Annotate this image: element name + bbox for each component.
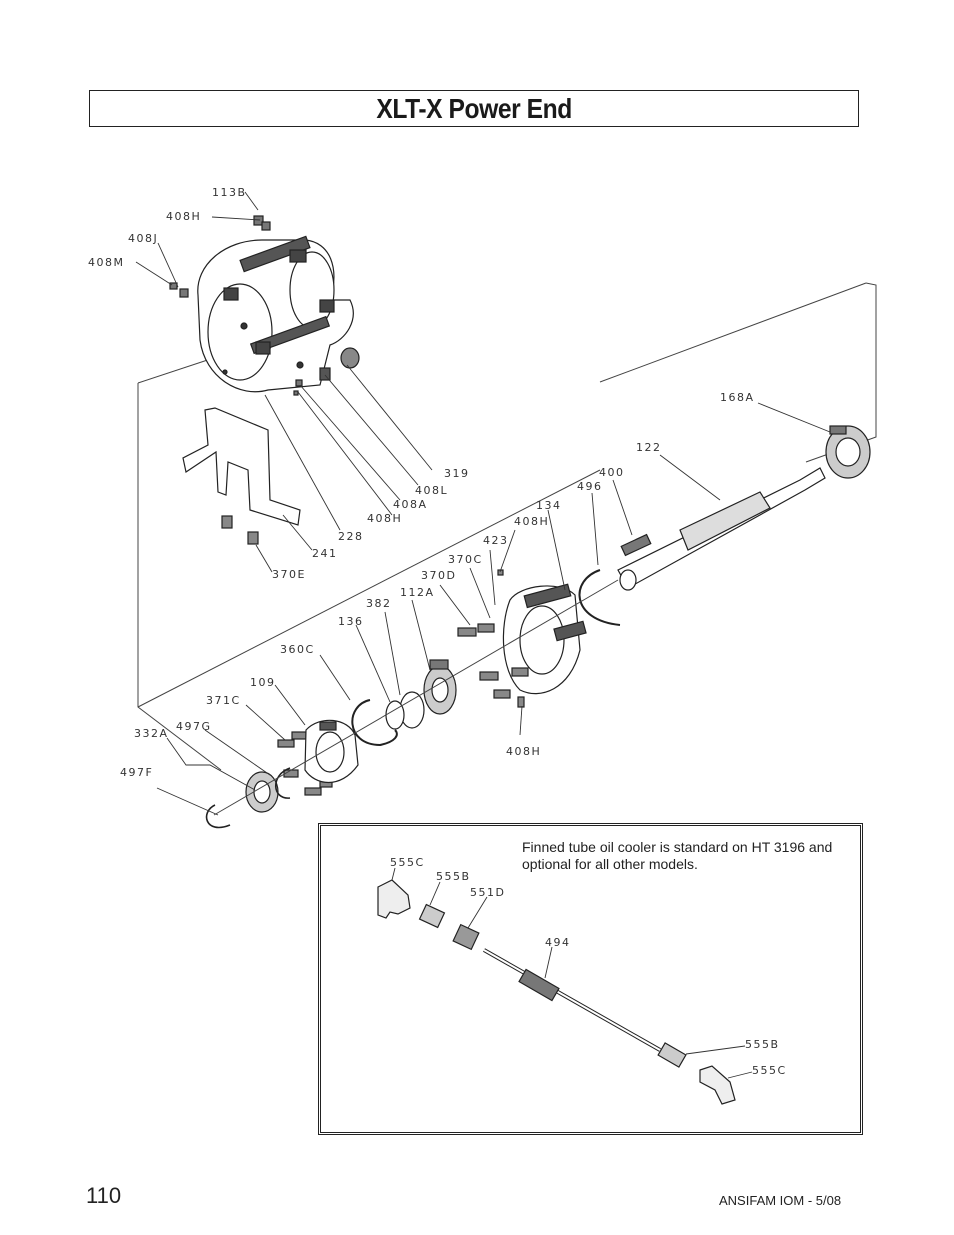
label-555c-top: 555C <box>390 856 425 869</box>
label-408j: 408J <box>128 232 158 245</box>
label-319: 319 <box>444 467 470 480</box>
label-109: 109 <box>250 676 276 689</box>
assembly-axis <box>213 579 619 816</box>
label-122: 122 <box>636 441 662 454</box>
page-title-box: XLT-X Power End <box>89 90 859 127</box>
end-cover-109 <box>304 719 359 783</box>
ring-497f <box>205 804 231 829</box>
label-332a: 332A <box>134 727 169 740</box>
label-551d: 551D <box>470 886 505 899</box>
label-408h-top: 408H <box>166 210 201 223</box>
page-title: XLT-X Power End <box>376 93 572 124</box>
label-370c: 370C <box>448 553 483 566</box>
snap-ring-360c <box>351 699 398 747</box>
bearing-112a <box>423 659 457 715</box>
label-408l: 408L <box>415 484 448 497</box>
label-241: 241 <box>312 547 338 560</box>
label-497g: 497G <box>176 720 212 733</box>
footer-doc-id: ANSIFAM IOM - 5/08 <box>719 1193 842 1208</box>
bearing-frame <box>197 235 354 393</box>
bearing-168a <box>825 425 871 479</box>
label-497f: 497F <box>120 766 153 779</box>
label-370d: 370D <box>421 569 456 582</box>
snap-ring-496 <box>578 569 621 626</box>
frame-fittings <box>169 215 360 396</box>
bolts <box>277 569 529 796</box>
ring-497g <box>275 767 291 799</box>
label-112a: 112A <box>400 586 435 599</box>
oil-cooler-inset <box>318 823 863 1135</box>
page-number: 110 <box>86 1183 122 1208</box>
oil-cooler-note: Finned tube oil cooler is standard on HT… <box>522 839 833 872</box>
label-408h-bottom: 408H <box>506 745 541 758</box>
label-555b-top: 555B <box>436 870 471 883</box>
label-408h-frame: 408H <box>367 512 402 525</box>
label-168a: 168A <box>720 391 755 404</box>
frame-foot <box>182 407 301 545</box>
label-408a: 408A <box>393 498 428 511</box>
label-228: 228 <box>338 530 364 543</box>
lockwasher-382 <box>385 691 425 730</box>
label-360c: 360C <box>280 643 315 656</box>
label-113b: 113B <box>212 186 247 199</box>
label-370e: 370E <box>272 568 306 581</box>
label-555b-bottom: 555B <box>745 1038 780 1051</box>
label-134: 134 <box>536 499 562 512</box>
shaft <box>617 467 826 591</box>
label-496: 496 <box>577 480 603 493</box>
label-136: 136 <box>338 615 364 628</box>
label-371c: 371C <box>206 694 241 707</box>
label-400: 400 <box>599 466 625 479</box>
label-382: 382 <box>366 597 392 610</box>
seal-332a <box>245 771 279 813</box>
label-408m: 408M <box>88 256 125 269</box>
label-494: 494 <box>545 936 571 949</box>
label-408h-134: 408H <box>514 515 549 528</box>
leader-lines <box>135 191 831 816</box>
label-555c-bottom: 555C <box>752 1064 787 1077</box>
label-423: 423 <box>483 534 509 547</box>
oil-cooler-diagram: 555C 555B 551D 494 555B 555C <box>377 856 787 1105</box>
